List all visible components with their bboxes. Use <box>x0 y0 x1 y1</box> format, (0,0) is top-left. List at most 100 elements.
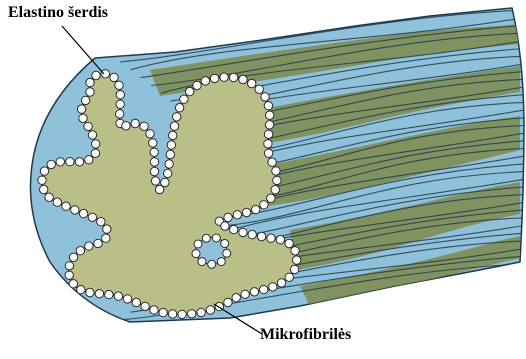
microfibril-bead <box>97 218 105 226</box>
microfibril-bead <box>65 271 73 279</box>
microfibril-bead <box>175 104 183 112</box>
microfibril-bead <box>273 176 281 184</box>
microfibril-bead <box>62 202 70 210</box>
microfibril-bead <box>65 262 73 270</box>
microfibril-bead <box>224 213 232 221</box>
core-label-pointer <box>62 26 104 74</box>
microfibril-bead <box>208 260 216 268</box>
microfibril-bead <box>277 279 285 287</box>
microfibril-bead <box>168 310 176 318</box>
microfibril-bead <box>285 239 293 247</box>
microfibril-bead <box>94 239 102 247</box>
microfibril-bead <box>149 139 157 147</box>
microfibril-bead <box>69 253 77 261</box>
microfibril-bead <box>77 286 85 294</box>
microfibril-bead <box>151 177 159 185</box>
microfibril-bead <box>114 292 122 300</box>
microfibril-bead <box>194 240 202 248</box>
microfibril-bead <box>212 234 220 242</box>
microfibril-bead <box>79 114 87 122</box>
microfibrils-label: Mikrofibrilės <box>260 326 351 344</box>
microfibril-bead <box>132 298 140 306</box>
microfibril-bead <box>76 247 84 255</box>
microfibril-bead <box>92 140 100 148</box>
microfibril-bead <box>150 158 158 166</box>
microfibril-bead <box>71 206 79 214</box>
microfibril-bead <box>79 209 87 217</box>
microfibril-bead <box>210 74 218 82</box>
microfibril-bead <box>264 130 272 138</box>
microfibril-bead <box>221 240 229 248</box>
microfibril-bead <box>267 194 275 202</box>
microfibril-bead <box>221 222 229 230</box>
microfibril-bead <box>217 258 225 266</box>
microfibril-bead <box>186 87 194 95</box>
microfibril-bead <box>180 95 188 103</box>
microfibril-bead <box>257 232 265 240</box>
microfibril-bead <box>86 78 94 86</box>
microfibril-bead <box>166 150 174 158</box>
microfibril-bead <box>88 213 96 221</box>
microfibril-bead <box>276 236 284 244</box>
microfibril-bead <box>233 211 241 219</box>
microfibril-bead <box>85 156 93 164</box>
microfibril-bead <box>38 176 46 184</box>
microfibril-bead <box>229 73 237 81</box>
microfibril-bead <box>285 273 293 281</box>
microfibril-bead <box>88 131 96 139</box>
microfibril-bead <box>150 167 158 175</box>
microfibril-bead <box>260 285 268 293</box>
microfibril-bead <box>47 160 55 168</box>
microfibril-bead <box>66 158 74 166</box>
microfibril-bead <box>232 294 240 302</box>
microfibril-bead <box>165 160 173 168</box>
microfibril-bead <box>248 230 256 238</box>
microfibril-bead <box>140 122 148 130</box>
microfibril-bead <box>45 193 53 201</box>
microfibril-bead <box>202 234 210 242</box>
microfibril-bead <box>77 105 85 113</box>
microfibril-bead <box>159 308 167 316</box>
microfibril-bead <box>272 167 280 175</box>
microfibril-bead <box>81 96 89 104</box>
microfibril-bead <box>105 290 113 298</box>
microfibril-bead <box>146 130 154 138</box>
microfibril-bead <box>248 79 256 87</box>
microfibril-bead <box>260 201 268 209</box>
microfibril-bead <box>241 290 249 298</box>
microfibril-bead <box>266 111 274 119</box>
microfibril-bead <box>122 122 130 130</box>
microfibril-bead <box>167 141 175 149</box>
elastin-core-label: Elastino šerdis <box>8 4 108 22</box>
microfibril-bead <box>269 283 277 291</box>
microfibril-bead <box>252 205 260 213</box>
microfibril-bead <box>268 158 276 166</box>
microfibril-bead <box>150 148 158 156</box>
microfibril-bead <box>224 298 232 306</box>
microfibril-bead <box>170 122 178 130</box>
microfibril-bead <box>242 208 250 216</box>
microfibril-bead <box>164 169 172 177</box>
microfibril-bead <box>206 306 214 314</box>
microfibril-bead <box>103 225 111 233</box>
microfibril-bead <box>173 113 181 121</box>
microfibril-bead <box>91 149 99 157</box>
microfibril-bead <box>53 198 61 206</box>
microfibril-bead <box>198 258 206 266</box>
microfibril-bead <box>223 249 231 257</box>
microfibril-bead <box>116 100 124 108</box>
microfibril-bead <box>115 81 123 89</box>
microfibril-bead <box>75 158 83 166</box>
microfibril-bead <box>201 77 209 85</box>
microfibril-bead <box>123 295 131 303</box>
microfibril-bead <box>193 81 201 89</box>
microfibril-bead <box>92 71 100 79</box>
microfibril-bead <box>110 73 118 81</box>
microfibril-bead <box>150 306 158 314</box>
microfibril-bead <box>116 110 124 118</box>
microfibril-bead <box>56 158 64 166</box>
microfibril-bead <box>131 119 139 127</box>
microfibril-bead <box>192 250 200 258</box>
microfibril-bead <box>290 265 298 273</box>
